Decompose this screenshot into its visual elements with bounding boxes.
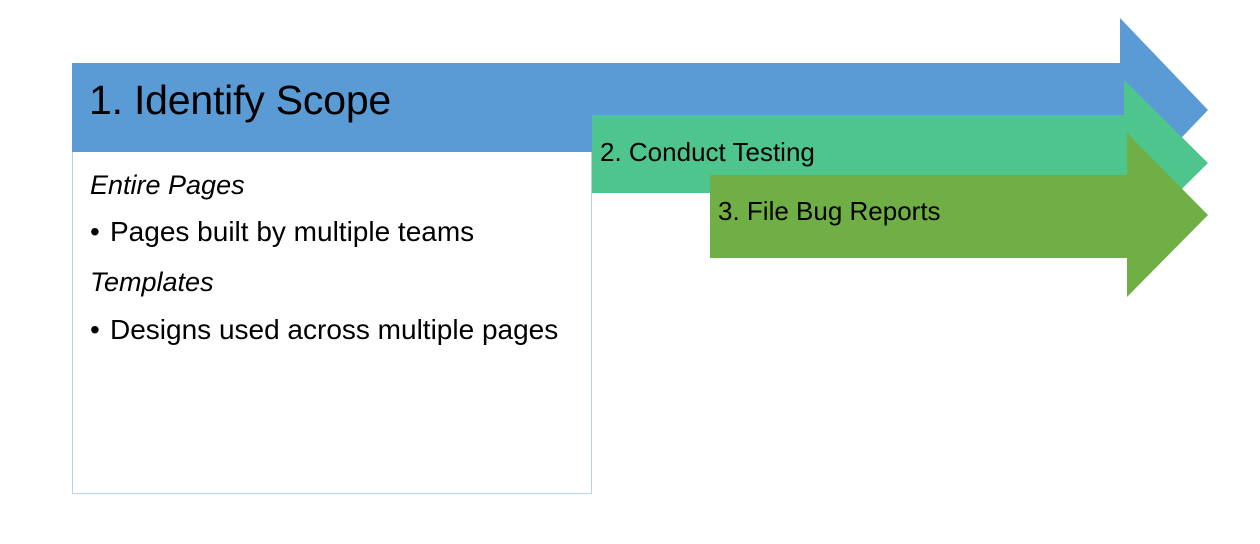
list-item-text: Pages built by multiple teams [110,216,475,248]
section-heading-templates: Templates [90,267,214,298]
step2-arrow-shape[interactable] [592,80,1208,246]
bullet-icon: • [90,216,100,248]
step1-title: 1. Identify Scope [89,77,392,123]
bullet-icon: • [90,313,100,345]
step1-card-body: Entire Pages • Pages built by multiple t… [73,153,591,347]
step1-detail-card[interactable]: 1. Identify Scope Entire Pages • Pages b… [72,63,592,494]
step1-card-header: 1. Identify Scope [72,63,592,152]
step3-arrow-label: 3. File Bug Reports [718,196,941,226]
step3-arrow-shape[interactable] [710,133,1208,297]
list-item: • Pages built by multiple teams [73,201,591,250]
step2-arrow-label: 2. Conduct Testing [600,137,815,167]
list-item: • Designs used across multiple pages [73,299,591,348]
list-item-text: Designs used across multiple pages [110,313,559,345]
section-heading-entire-pages: Entire Pages [90,170,245,200]
